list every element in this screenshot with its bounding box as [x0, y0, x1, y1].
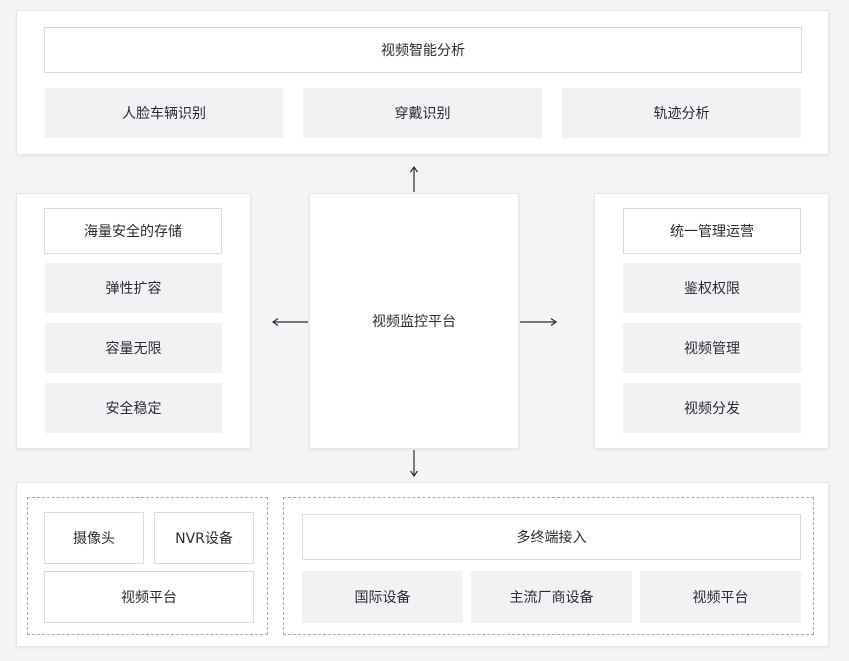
- analysis-title-text: 视频智能分析: [381, 43, 465, 59]
- analysis-item-label: 穿戴识别: [394, 106, 451, 122]
- management-item-label: 视频管理: [684, 341, 740, 357]
- analysis-item-wearing: 穿戴识别: [303, 88, 542, 138]
- storage-item-label: 弹性扩容: [105, 281, 162, 297]
- analysis-item-label: 人脸车辆识别: [122, 106, 206, 122]
- management-item-label: 鉴权权限: [684, 281, 740, 297]
- storage-item-stable: 安全稳定: [45, 383, 222, 433]
- storage-item-label: 安全稳定: [105, 401, 162, 417]
- management-title-text: 统一管理运营: [670, 224, 754, 240]
- terminal-item-label: 主流厂商设备: [509, 590, 594, 606]
- management-item-video: 视频管理: [623, 323, 801, 373]
- storage-panel: 海量安全的存储 弹性扩容 容量无限 安全稳定: [16, 193, 251, 449]
- device-group: 摄像头 NVR设备 视频平台: [27, 497, 268, 635]
- terminal-item-label: 国际设备: [354, 590, 411, 606]
- device-label: 摄像头: [73, 531, 115, 547]
- monitoring-platform-title: 视频监控平台: [372, 314, 456, 330]
- management-item-label: 视频分发: [684, 401, 740, 417]
- analysis-item-face-vehicle: 人脸车辆识别: [45, 88, 283, 138]
- storage-title-text: 海量安全的存储: [84, 224, 182, 240]
- terminal-item-label: 视频平台: [692, 590, 749, 606]
- management-item-auth: 鉴权权限: [623, 263, 801, 313]
- management-panel: 统一管理运营 鉴权权限 视频管理 视频分发: [594, 193, 829, 449]
- device-label: 视频平台: [121, 590, 177, 606]
- storage-title: 海量安全的存储: [44, 208, 222, 254]
- analysis-item-trajectory: 轨迹分析: [562, 88, 801, 138]
- terminal-item-mainstream: 主流厂商设备: [471, 571, 632, 623]
- monitoring-platform-panel: 视频监控平台: [309, 193, 519, 449]
- arrow-up-head: [410, 165, 418, 173]
- multi-terminal-title-text: 多终端接入: [516, 530, 587, 546]
- arrow-down-head: [410, 470, 418, 478]
- management-title: 统一管理运营: [623, 208, 801, 254]
- analysis-item-label: 轨迹分析: [653, 106, 710, 122]
- multi-terminal-title: 多终端接入: [302, 514, 801, 560]
- device-camera: 摄像头: [44, 512, 144, 564]
- arrow-right-head: [550, 318, 558, 326]
- device-label: NVR设备: [175, 531, 233, 547]
- device-video-platform: 视频平台: [44, 571, 254, 623]
- multi-terminal-group: 多终端接入 国际设备 主流厂商设备 视频平台: [283, 497, 814, 635]
- analysis-panel: 视频智能分析 人脸车辆识别 穿戴识别 轨迹分析: [16, 10, 829, 155]
- analysis-title: 视频智能分析: [44, 27, 802, 73]
- access-panel: 摄像头 NVR设备 视频平台 多终端接入 国际设备 主流厂商设备 视频平台: [16, 482, 829, 647]
- management-item-distribution: 视频分发: [623, 383, 801, 433]
- terminal-item-video-platform: 视频平台: [640, 571, 801, 623]
- device-nvr: NVR设备: [154, 512, 254, 564]
- storage-item-elastic: 弹性扩容: [45, 263, 222, 313]
- terminal-item-international: 国际设备: [302, 571, 463, 623]
- storage-item-label: 容量无限: [105, 341, 162, 357]
- arrow-left-head: [271, 318, 279, 326]
- storage-item-unlimited: 容量无限: [45, 323, 222, 373]
